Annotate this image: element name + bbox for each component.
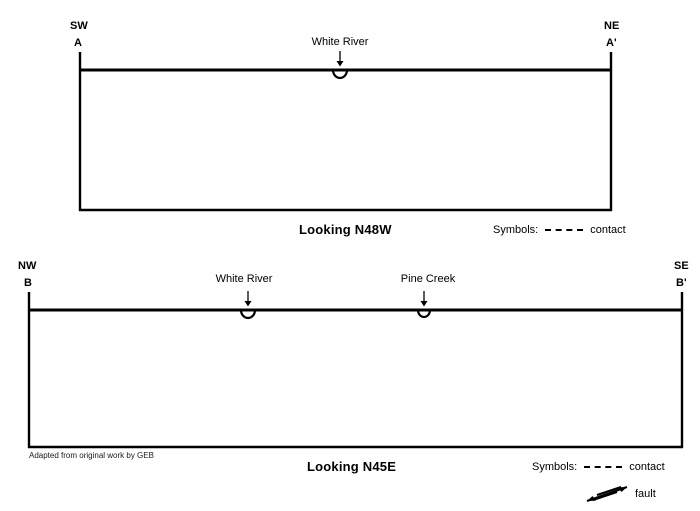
section-a-feature-label-white-river: White River bbox=[311, 36, 369, 48]
section-a-left-bearing: SW bbox=[70, 20, 88, 32]
section-b-feature-label-white-river: White River bbox=[215, 273, 273, 285]
section-b-feature-label-pine-creek: Pine Creek bbox=[400, 273, 456, 285]
section-a-legend-item-contact: contact bbox=[590, 224, 626, 236]
section-b-legend-fault-row: fault bbox=[585, 483, 656, 505]
section-b-left-endpoint: B bbox=[24, 277, 32, 289]
section-a-left-endpoint: A bbox=[74, 37, 82, 49]
section-b-legend-contact-row: Symbols: contact bbox=[532, 461, 665, 473]
section-a-right-bearing: NE bbox=[604, 20, 620, 32]
section-a-right-endpoint: A' bbox=[606, 37, 617, 49]
figure-credit: Adapted from original work by GEB bbox=[29, 451, 154, 460]
section-b-left-bearing: NW bbox=[18, 260, 37, 272]
section-b-view-title: Looking N45E bbox=[307, 459, 397, 474]
section-a-legend-title: Symbols: bbox=[493, 224, 539, 236]
section-b-right-bearing: SE bbox=[674, 260, 689, 272]
section-b-legend-title: Symbols: bbox=[532, 461, 578, 473]
contact-dashed-line-icon bbox=[584, 466, 623, 468]
contact-dashed-line-icon bbox=[545, 229, 584, 231]
section-a-view-title: Looking N48W bbox=[299, 222, 392, 237]
fault-arrows-icon bbox=[586, 486, 628, 502]
section-b-legend-item-fault: fault bbox=[635, 488, 656, 500]
section-b-right-endpoint: B' bbox=[676, 277, 687, 289]
section-a-legend: Symbols: contact bbox=[493, 224, 626, 236]
section-b-legend-item-contact: contact bbox=[629, 461, 665, 473]
